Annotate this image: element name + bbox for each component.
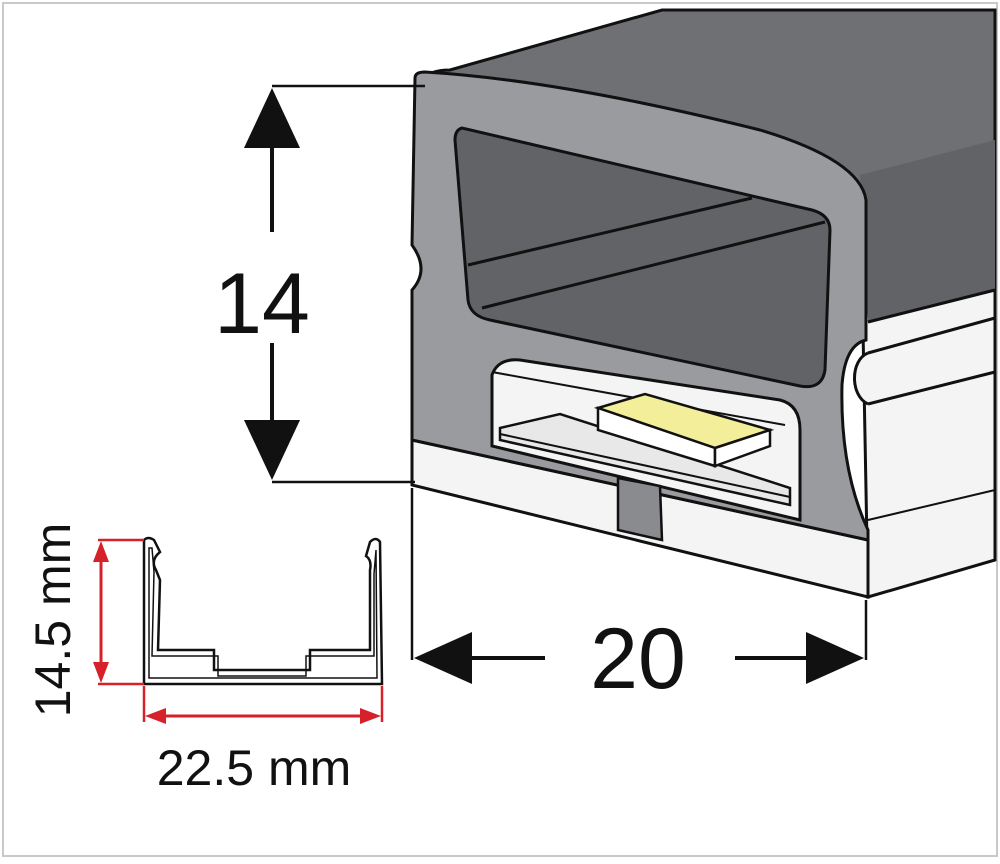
red-arrow-right-icon <box>360 708 381 724</box>
led-chip-side <box>713 428 772 468</box>
width-label: 20 <box>590 611 686 707</box>
neon-profile-3d <box>410 8 997 599</box>
channel-outline <box>142 536 384 686</box>
profile-upper-window <box>453 126 832 389</box>
arrow-up-icon <box>244 88 300 148</box>
side-groove-line-top <box>867 316 996 355</box>
red-arrow-down-icon <box>93 662 109 683</box>
arrow-down-icon <box>244 420 300 480</box>
height-label: 14 <box>214 256 310 352</box>
profile-center-stem <box>616 476 664 542</box>
window-inner-line-2 <box>481 220 826 310</box>
side-band-edge <box>867 288 996 324</box>
height-dimension: 14 <box>214 84 425 484</box>
window-inner-line-1 <box>467 196 753 267</box>
red-arrow-up-icon <box>93 541 109 562</box>
side-groove-curve <box>853 351 869 406</box>
mounting-channel: 14.5 mm 22.5 mm <box>25 523 384 796</box>
side-edge-line <box>867 489 996 521</box>
red-arrow-left-icon <box>145 708 166 724</box>
width-dimension: 20 <box>410 488 868 707</box>
channel-height-label: 14.5 mm <box>25 523 81 718</box>
channel-width-label: 22.5 mm <box>157 740 352 796</box>
pcb-strip-edge <box>499 433 791 498</box>
profile-side-dark-band <box>860 140 995 322</box>
arrow-right-icon <box>806 632 864 684</box>
arrow-left-icon <box>414 632 472 684</box>
channel-inner-outline <box>148 547 378 679</box>
side-groove-line-bottom <box>867 370 996 406</box>
